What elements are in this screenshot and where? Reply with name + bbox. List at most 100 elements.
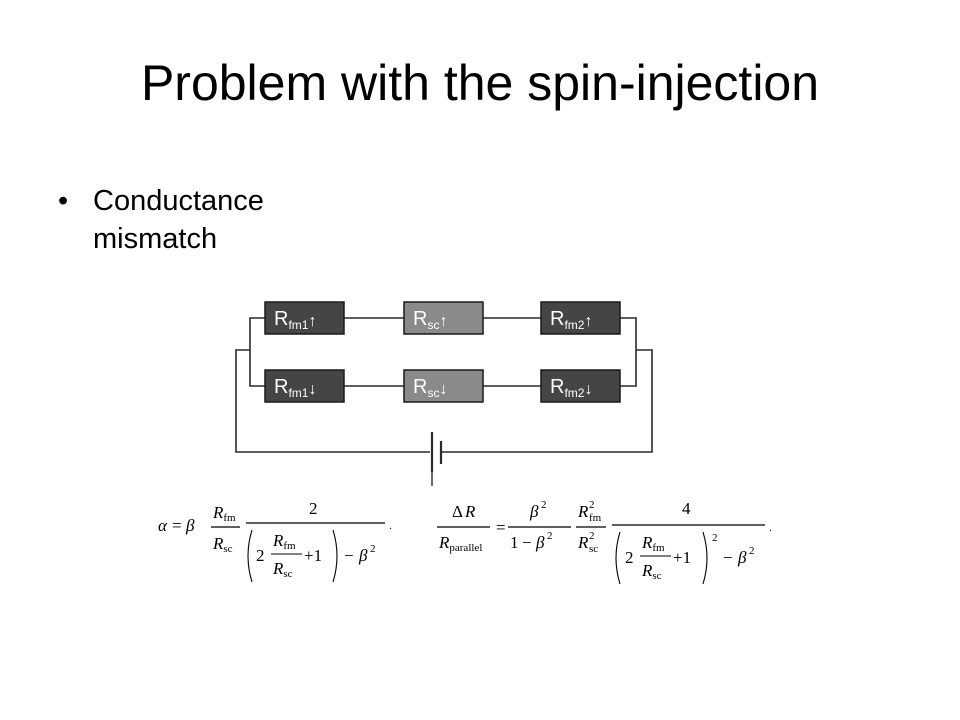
bullet-text: Conductance mismatch [93,185,264,255]
square-exponent: 2 [589,530,595,542]
spin-up-arrow-icon: ↑ [308,313,316,330]
resistor-box [403,301,484,335]
fm-subscript: fm [652,542,665,554]
resistor-fm1-up: Rfm1↑ [264,301,345,335]
resistor-main-letter: R [274,308,288,330]
resistor-main-letter: R [413,376,427,398]
resistor-sc-up: Rsc↑ [403,301,484,335]
den-two: 2 [625,548,634,567]
resistor-subscript: fm2 [564,318,584,332]
parallel-subscript: parallel [449,542,482,554]
plus-one: +1 [673,548,691,567]
fm-subscript: fm [223,512,236,524]
r-letter: R [272,559,284,578]
resistor-fm2-down: Rfm2↓ [540,369,621,403]
resistor-group: Rfm1↑Rsc↑Rfm2↑Rfm1↓Rsc↓Rfm2↓ [264,301,621,403]
resistor-label: Rsc↓ [413,376,447,400]
resistor-subscript: sc [427,386,439,400]
square-exponent: 2 [712,532,718,544]
numerator-two: 2 [309,499,318,518]
resistor-main-letter: R [550,308,564,330]
r-letter: R [641,533,653,552]
resistor-box [264,369,345,403]
square-exponent: 2 [541,499,547,511]
r-fm-squared: R [577,502,589,521]
minus-sign: − [522,533,532,552]
period: . [769,520,772,534]
spin-down-arrow-icon: ↓ [439,381,447,398]
r-fm-inner: Rfm [272,531,296,552]
fm-subscript: fm [283,540,296,552]
sc-subscript: sc [283,568,292,580]
resistor-fm2-up: Rfm2↑ [540,301,621,335]
square-exponent: 2 [749,545,755,557]
period: . [389,518,392,532]
equals-sign: = [496,518,506,537]
beta-symbol: β [535,533,545,552]
spin-down-arrow-icon: ↓ [308,381,316,398]
r-sc-inner: Rsc [272,559,293,580]
r-sc-denominator: Rsc [212,534,233,555]
r-fm-inner: Rfm [641,533,665,554]
r-parallel-denominator: Rparallel [438,533,482,554]
r-sc-squared: R [577,533,589,552]
equation-alpha: α = β Rfm Rsc 2 . 2 Rfm Rsc +1 − β 2 [158,499,392,583]
equals-sign: = [172,516,182,535]
r-letter: R [641,561,653,580]
beta-symbol: β [737,548,747,567]
r-letter: R [464,502,476,521]
r-sc-inner: Rsc [641,561,662,582]
resistor-subscript: sc [427,318,439,332]
resistor-fm1-down: Rfm1↓ [264,369,345,403]
r-letter: R [577,533,589,552]
r-fm-numerator: Rfm [212,503,236,524]
numerator-four: 4 [682,499,691,518]
resistor-label: Rfm2↑ [550,308,592,332]
square-exponent: 2 [370,543,376,555]
resistor-main-letter: R [413,308,427,330]
r-letter: R [438,533,450,552]
r-letter: R [212,534,224,553]
r-letter: R [272,531,284,550]
minus-sign: − [344,546,354,565]
resistor-subscript: fm1 [288,386,308,400]
r-letter: R [212,503,224,522]
minus-sign: − [723,548,733,567]
plus-one: +1 [304,546,322,565]
resistor-label: Rfm1↓ [274,376,316,400]
one: 1 [510,533,519,552]
sc-subscript: sc [652,570,661,582]
alpha-symbol: α [158,516,168,535]
resistor-label: Rfm2↓ [550,376,592,400]
beta-symbol: β [529,502,539,521]
resistor-box [540,301,621,335]
resistor-box [540,369,621,403]
resistor-main-letter: R [550,376,564,398]
bullet-dot: • [58,185,69,217]
resistor-label: Rsc↑ [413,308,447,332]
spin-up-arrow-icon: ↑ [584,313,592,330]
spin-down-arrow-icon: ↓ [584,381,592,398]
resistor-main-letter: R [274,376,288,398]
spin-up-arrow-icon: ↑ [439,313,447,330]
den-two: 2 [256,546,265,565]
square-exponent: 2 [547,530,553,542]
sc-subscript: sc [589,543,598,555]
resistor-subscript: fm1 [288,318,308,332]
fm-subscript: fm [589,512,602,524]
resistor-label: Rfm1↑ [274,308,316,332]
square-exponent: 2 [589,499,595,511]
resistor-sc-down: Rsc↓ [403,369,484,403]
beta-symbol: β [185,516,195,535]
resistor-box [264,301,345,335]
slide-title: Problem with the spin-injection [140,55,820,111]
r-letter: R [577,502,589,521]
circuit-wires [235,317,653,486]
delta-symbol: Δ [452,502,463,521]
resistor-box [403,369,484,403]
resistor-subscript: fm2 [564,386,584,400]
sc-subscript: sc [223,543,232,555]
